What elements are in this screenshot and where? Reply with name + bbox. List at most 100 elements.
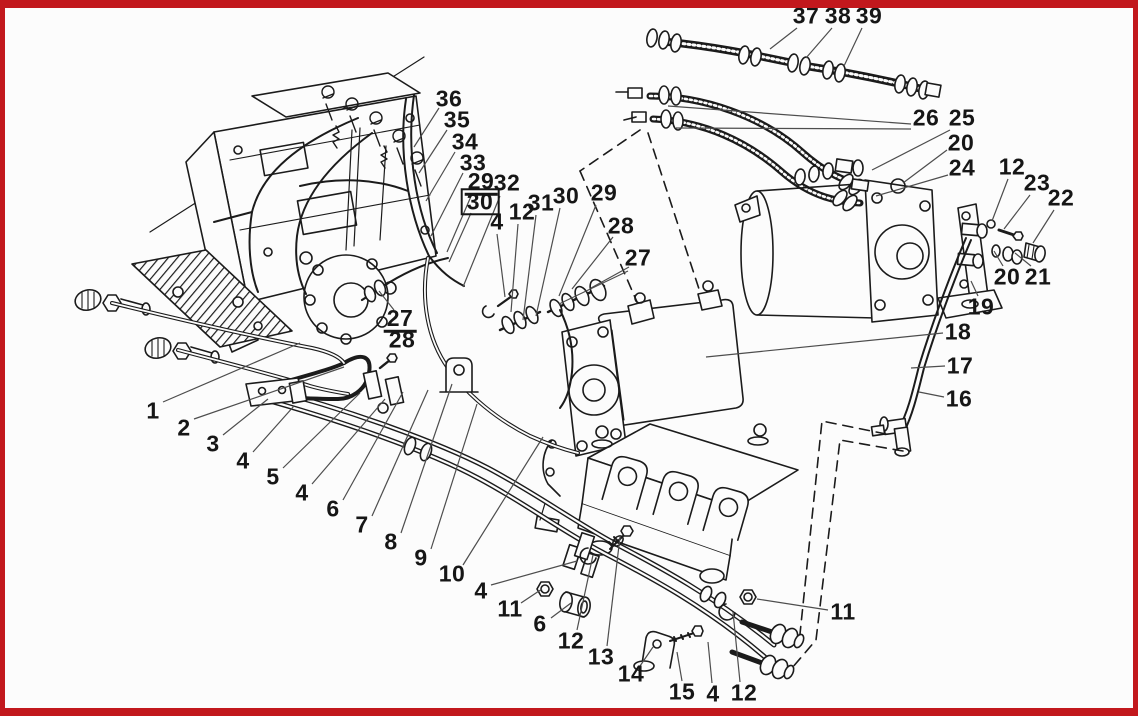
leader-line-27	[558, 270, 629, 305]
leader-line-12	[510, 223, 519, 313]
callout-24: 24	[948, 154, 976, 181]
leader-line-28	[571, 236, 614, 290]
leader-line-8	[400, 383, 453, 534]
leader-line-26	[675, 127, 912, 130]
callout-10: 10	[438, 560, 466, 587]
manifold-base	[577, 423, 799, 584]
supply-hose-top	[646, 28, 942, 100]
leader-line-17	[910, 365, 946, 369]
leader-line-18	[705, 332, 944, 358]
leader-line-5	[282, 392, 361, 469]
callout-2: 2	[177, 414, 191, 441]
leader-line-30	[448, 212, 472, 263]
leader-line-11	[520, 588, 543, 604]
callout-4: 4	[490, 208, 504, 235]
leader-line-23	[1003, 194, 1031, 230]
callout-4: 4	[236, 447, 250, 474]
callout-1: 1	[146, 397, 160, 424]
leader-lines	[162, 27, 1055, 684]
callout-37: 37	[792, 2, 820, 29]
leader-line-25	[871, 129, 951, 171]
callout-13: 13	[587, 643, 615, 670]
leader-line-4	[490, 560, 578, 586]
leader-line-4	[496, 233, 506, 298]
leader-line-2	[193, 366, 345, 420]
callout-12: 12	[730, 679, 758, 706]
leader-line-15	[676, 651, 683, 682]
leader-line-10	[462, 436, 544, 566]
callout-4: 4	[295, 479, 309, 506]
callout-20: 20	[947, 129, 975, 156]
loose-parts	[536, 581, 805, 680]
callout-39: 39	[855, 2, 883, 29]
elbow-fitting	[870, 416, 912, 457]
leader-line-6	[342, 391, 404, 501]
callout-15: 15	[668, 678, 696, 705]
callout-23: 23	[1023, 169, 1051, 196]
callout-12: 12	[508, 198, 536, 225]
main-fuel-pipes	[110, 256, 777, 661]
callout-27: 27	[383, 306, 417, 334]
callout-28: 28	[388, 326, 416, 353]
callout-12: 12	[557, 627, 585, 654]
leader-line-30	[535, 207, 561, 317]
callout-8: 8	[384, 528, 398, 555]
callout-36: 36	[435, 85, 463, 112]
callout-30: 30	[460, 188, 500, 216]
callout-31: 31	[527, 189, 555, 216]
callout-17: 17	[946, 352, 974, 379]
leader-line-14	[639, 646, 654, 667]
leader-line-4	[252, 405, 295, 453]
callout-12: 12	[998, 153, 1026, 180]
leader-line-12	[576, 554, 594, 631]
leader-line-35	[418, 129, 448, 174]
assembly-dashed-lines	[579, 129, 904, 669]
pipe-hardware	[245, 353, 727, 609]
fuel-tap-2	[144, 336, 220, 364]
leader-line-38	[805, 27, 833, 59]
leader-line-33	[430, 172, 464, 237]
leader-line-4	[311, 398, 386, 485]
leader-line-37	[769, 27, 798, 50]
callout-18: 18	[944, 318, 972, 345]
leader-line-4	[707, 641, 713, 684]
callout-9: 9	[414, 544, 428, 571]
leader-line-16	[918, 391, 945, 398]
leader-line-3	[222, 398, 269, 436]
leader-line-29	[558, 204, 597, 297]
leader-line-27	[378, 290, 395, 311]
pump-bracket	[937, 203, 1003, 319]
leader-line-19	[970, 280, 979, 297]
callout-33: 33	[459, 149, 487, 176]
leader-line-31	[522, 214, 537, 321]
banjo-fittings	[360, 257, 607, 409]
callout-22: 22	[1047, 184, 1075, 211]
callout-11: 11	[830, 598, 856, 625]
leader-line-29	[446, 193, 473, 253]
leader-line-13	[606, 536, 621, 647]
leader-line-20	[993, 250, 1004, 267]
rocker-arm-cluster	[321, 85, 424, 251]
bracket-hardware	[986, 219, 1046, 265]
leader-line-27	[590, 266, 630, 289]
filter-assembly	[534, 280, 744, 533]
heat-shield-plate	[131, 249, 293, 348]
leader-line-20	[902, 149, 948, 184]
callout-3: 3	[206, 430, 220, 457]
engine-block	[149, 56, 437, 353]
callout-32: 32	[493, 169, 521, 196]
callout-26: 26	[912, 104, 940, 131]
callout-5: 5	[266, 463, 280, 490]
leader-line-12	[732, 611, 741, 683]
callout-29: 29	[590, 179, 618, 206]
callout-14: 14	[617, 660, 645, 687]
callout-28: 28	[607, 212, 635, 239]
engine-pipes	[213, 94, 465, 295]
leader-line-36	[413, 107, 440, 148]
callout-30: 30	[552, 182, 580, 209]
callout-35: 35	[443, 106, 471, 133]
callout-19: 19	[967, 293, 995, 320]
injection-pump-flange	[299, 251, 397, 345]
callout-29: 29	[464, 169, 498, 197]
